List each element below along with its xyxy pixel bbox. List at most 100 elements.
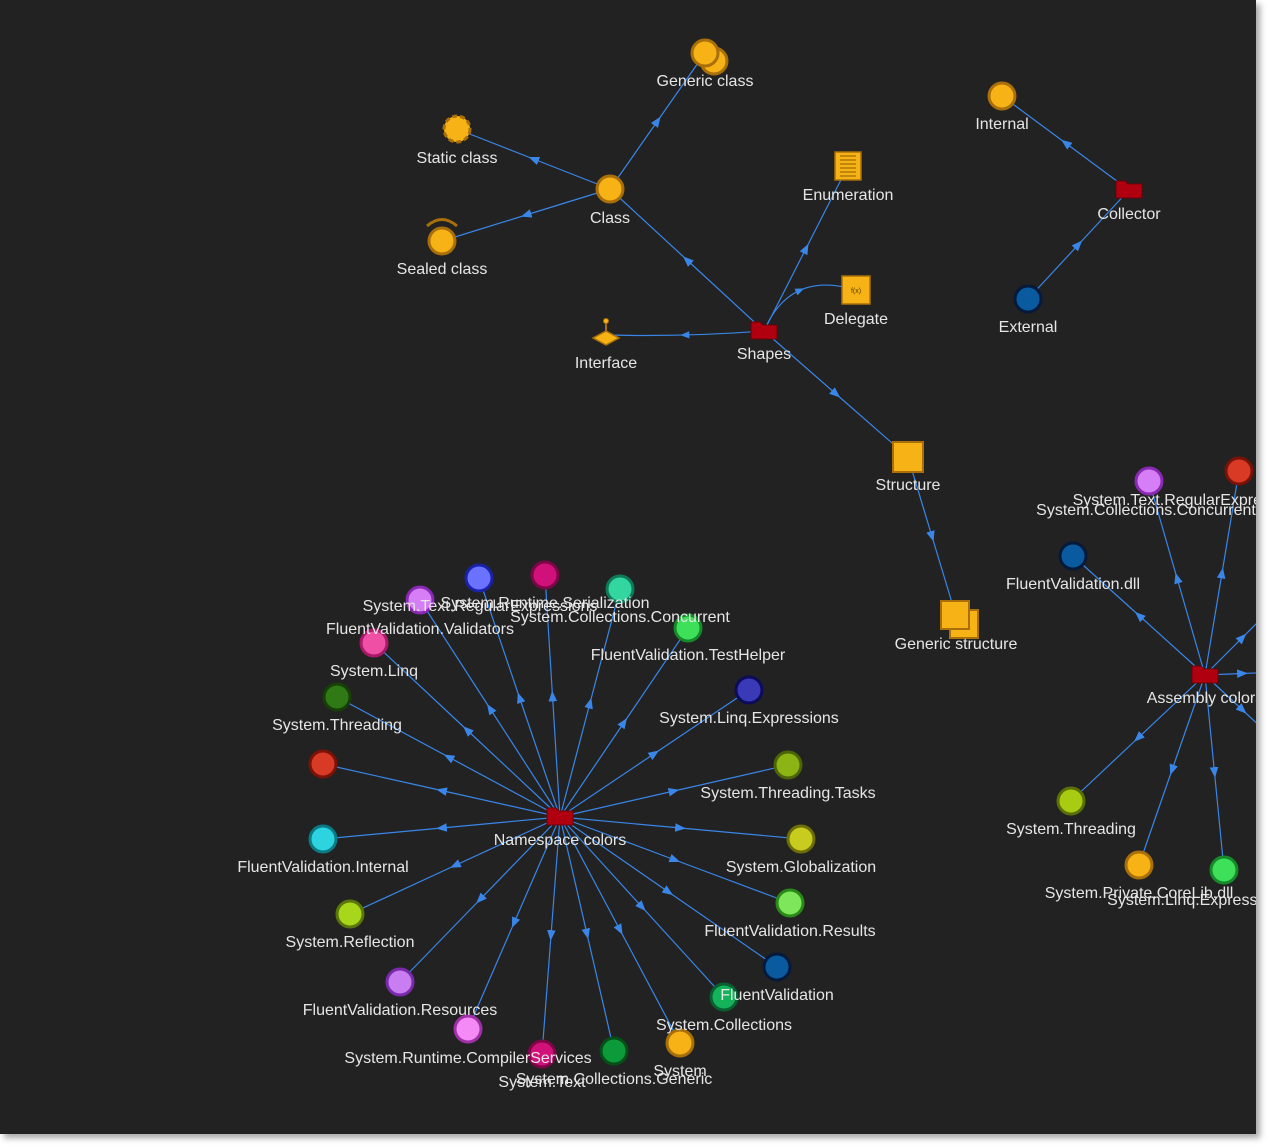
node-generic-structure[interactable] [940, 600, 979, 639]
node-ns-globalization[interactable] [786, 824, 816, 854]
node-asm-colors[interactable] [1191, 665, 1219, 684]
label-ns-threading-tasks: System.Threading.Tasks [700, 785, 875, 802]
seal-arc [426, 218, 458, 228]
node-collector[interactable] [1115, 180, 1143, 199]
label-asm-coll-concurrent: System.Collections.Concurrent [1036, 502, 1256, 519]
node-ns-runtime-compiler[interactable] [453, 1014, 483, 1044]
delegate-icon [841, 275, 871, 305]
node-circle [1056, 786, 1086, 816]
label-asm-threading: System.Threading [1006, 821, 1136, 838]
edges-layer [322, 52, 1256, 1055]
node-circle [308, 749, 338, 779]
node-static-class[interactable] [442, 114, 472, 144]
node-ns-fv-testhelper[interactable] [673, 613, 703, 643]
label-shapes: Shapes [737, 346, 791, 363]
node-circle [530, 560, 560, 590]
node-internal[interactable] [987, 81, 1017, 111]
node-circle [1124, 850, 1154, 880]
node-ns-fv-internal[interactable] [308, 824, 338, 854]
label-class: Class [590, 210, 630, 227]
node-external[interactable] [1013, 284, 1043, 314]
folder-icon [546, 807, 574, 826]
edge-ns-colors-to-ns-text [541, 816, 561, 1055]
node-circle [1224, 456, 1254, 486]
edge-ns-colors-to-ns-fv-resources [399, 816, 561, 983]
node-ns-text-regex[interactable] [405, 585, 435, 615]
label-ns-fv-testhelper: FluentValidation.TestHelper [591, 647, 786, 664]
node-circle [464, 563, 494, 593]
edge-ns-colors-to-ns-threading-tasks [559, 764, 789, 818]
label-enumeration: Enumeration [803, 187, 894, 204]
label-ns-text-regex: System.Text.RegularExpressions [363, 598, 598, 615]
node-circle [322, 682, 352, 712]
label-sealed-class: Sealed class [397, 261, 488, 278]
edge-asm-colors-to-asm-linq-expr [1204, 674, 1225, 871]
folder-icon [1191, 665, 1219, 684]
node-ns-sys-serial-node[interactable] [530, 560, 560, 590]
edge-external-to-collector [1027, 189, 1130, 300]
edge-ns-colors-to-ns-runtime-ser [478, 577, 561, 818]
node-generic-class[interactable] [690, 38, 729, 76]
node-circle [773, 750, 803, 780]
node-ns-system[interactable] [665, 1028, 695, 1058]
node-interface[interactable] [591, 318, 621, 346]
node-asm-linq-expr[interactable] [1209, 855, 1239, 885]
label-ns-fluentvalidation: FluentValidation [720, 987, 834, 1004]
node-class[interactable] [595, 174, 625, 204]
node-circle [987, 81, 1017, 111]
node-ns-threading-tasks[interactable] [773, 750, 803, 780]
label-ns-globalization: System.Globalization [726, 859, 876, 876]
edge-shapes-to-enumeration [763, 165, 849, 332]
node-circle [665, 1028, 695, 1058]
edge-class-to-sealed-class [441, 188, 611, 242]
node-asm-coll-concurrent[interactable] [1224, 456, 1254, 486]
node-sealed-class[interactable] [426, 218, 458, 256]
node-ns-fv-validators[interactable] [359, 628, 389, 658]
node-ns-text[interactable] [527, 1039, 557, 1069]
edge-shapes-to-interface [605, 330, 765, 337]
folder-icon [750, 321, 778, 340]
interface-icon [591, 330, 621, 346]
node-ns-reflection[interactable] [335, 899, 365, 929]
node-ns-coll-generic[interactable] [599, 1036, 629, 1066]
node-circle [1134, 466, 1164, 496]
node-ns-linq[interactable] [322, 682, 352, 712]
label-ns-collections: System.Collections [656, 1017, 792, 1034]
label-asm-linq-expr: System.Linq.Expressions [1107, 892, 1256, 909]
label-asm-fv-dll: FluentValidation.dll [1006, 576, 1140, 593]
node-ns-fluentvalidation[interactable] [762, 952, 792, 982]
node-delegate[interactable]: f(x) [841, 275, 871, 305]
node-ns-fv-resources[interactable] [385, 967, 415, 997]
edge-asm-colors-to-asm-offscreen-1 [1204, 623, 1256, 676]
node-asm-private-corelib[interactable] [1124, 850, 1154, 880]
label-ns-fv-resources: FluentValidation.Resources [303, 1002, 497, 1019]
edge-shapes-to-class [609, 188, 765, 332]
node-ns-fv-results[interactable] [775, 888, 805, 918]
node-circle [1209, 855, 1239, 885]
node-circle [690, 38, 720, 68]
node-asm-text-regex[interactable] [1134, 466, 1164, 496]
node-ns-coll-concurrent[interactable] [605, 574, 635, 604]
node-ns-threading[interactable] [308, 749, 338, 779]
node-ns-collections[interactable] [709, 982, 739, 1012]
node-ns-linq-expr[interactable] [734, 675, 764, 705]
interface-knob [603, 318, 609, 324]
node-enumeration[interactable] [834, 151, 862, 181]
label-ns-runtime-compiler: System.Runtime.CompilerServices [344, 1050, 591, 1067]
node-ns-runtime-ser[interactable] [464, 563, 494, 593]
node-shapes[interactable] [750, 321, 778, 340]
label-ns-threading: System.Threading [272, 717, 402, 734]
node-structure[interactable] [892, 441, 924, 473]
node-ns-colors[interactable] [546, 807, 574, 826]
node-asm-fv-dll[interactable] [1058, 541, 1088, 571]
label-asm-private-corelib: System.Private.CoreLib.dll [1045, 885, 1234, 902]
node-asm-threading[interactable] [1056, 786, 1086, 816]
label-static-class: Static class [417, 150, 498, 167]
edge-ns-colors-to-ns-fv-validators [373, 642, 561, 818]
label-ns-fv-internal: FluentValidation.Internal [237, 859, 408, 876]
label-generic-class: Generic class [657, 73, 754, 90]
node-circle [359, 628, 389, 658]
